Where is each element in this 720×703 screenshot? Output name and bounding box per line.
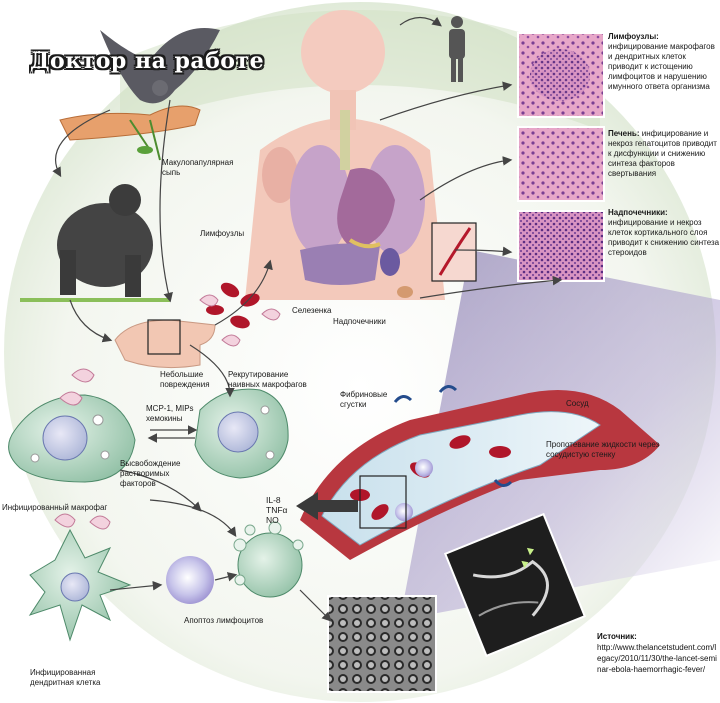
infected-dendritic-cell xyxy=(28,528,132,642)
source-citation: Источник: http://www.thelancetstudent.co… xyxy=(597,631,717,675)
trachea xyxy=(340,110,350,170)
hand-icon xyxy=(114,319,216,369)
brand-logo: Доктор на работе xyxy=(30,48,265,74)
adrenal-organ xyxy=(397,286,413,298)
vessel-detail-box xyxy=(359,475,407,529)
lymph-nodes-label: Лимфоузлы xyxy=(200,229,245,238)
infected-macrophage-label: Инфицированный макрофаг xyxy=(2,503,108,512)
bat-icon xyxy=(59,28,220,161)
lesion-box xyxy=(147,319,181,355)
virus-em-micrograph xyxy=(443,512,587,658)
apoptotic-lymphocyte xyxy=(233,521,304,598)
leakage-label: Пропотевание жидкости через сосудистую с… xyxy=(546,440,660,459)
naive-macrophages-small xyxy=(199,294,281,347)
naive-macrophages-label: Рекрутирование наивных макрофагов xyxy=(228,370,307,389)
chemokines-label: MCP-1, MIPs хемокины xyxy=(146,404,194,423)
gorilla-icon xyxy=(20,184,170,302)
infected-macrophage-left xyxy=(8,394,136,483)
fibrin-label: Фибриновые сгустки xyxy=(340,390,388,409)
source-url[interactable]: http://www.thelancetstudent.com/legacy/2… xyxy=(597,643,717,674)
liver xyxy=(300,243,380,285)
lymphocyte-em-micrograph xyxy=(327,595,437,693)
cytokine-release-arrow xyxy=(296,492,358,520)
adrenal-title: Надпочечники: xyxy=(608,208,668,217)
soluble-factors-label: Высвобождение растворимых факторов xyxy=(120,459,181,488)
spleen-label: Селезенка xyxy=(292,306,332,315)
lymphocyte xyxy=(166,556,214,604)
source-title: Источник: xyxy=(597,632,637,641)
vessel-label: Сосуд xyxy=(566,399,589,408)
left-lung xyxy=(290,145,350,255)
lymphocyte-apoptosis-label: Апоптоз лимфоцитов xyxy=(184,616,264,625)
adrenals-label: Надпочечники xyxy=(333,317,386,326)
rash-patch xyxy=(262,147,298,203)
heart xyxy=(337,168,395,250)
infected-dendritic-label: Инфицированная дендритная клетка xyxy=(30,668,101,687)
liver-description: Печень: инфицирование и некроз гепатоцит… xyxy=(608,129,720,179)
adrenal-description: Надпочечники: инфицирование и некроз кле… xyxy=(608,208,720,258)
spleen-organ xyxy=(380,248,400,276)
lymph-node-description: Лимфоузлы: инфицирование макрофагов и де… xyxy=(608,32,720,92)
adrenal-micrograph xyxy=(517,210,605,282)
human-torso xyxy=(245,10,445,300)
adrenal-text: инфицирование и некроз клеток кортикальн… xyxy=(608,218,720,257)
blood-vessel xyxy=(300,385,660,560)
flow-arrows xyxy=(52,16,563,622)
pink-macrophages xyxy=(54,368,111,530)
lymph-node-title: Лимфоузлы: xyxy=(608,32,659,41)
vessel-red-cells xyxy=(350,435,511,520)
liver-micrograph xyxy=(517,126,605,202)
recruited-macrophage xyxy=(194,388,289,479)
small-lesions-label: Небольшие повреждения xyxy=(160,370,210,389)
human-silhouette xyxy=(449,16,465,82)
rash-label: Макулопапулярная сыпь xyxy=(162,158,234,177)
liver-text: инфицирование и некроз гепатоцитов приво… xyxy=(608,129,717,178)
liver-title: Печень: xyxy=(608,129,640,138)
cytokines-label: IL-8 TNFα NO xyxy=(266,495,288,525)
lymph-node-text: инфицирование макрофагов и дендритных кл… xyxy=(608,42,715,91)
